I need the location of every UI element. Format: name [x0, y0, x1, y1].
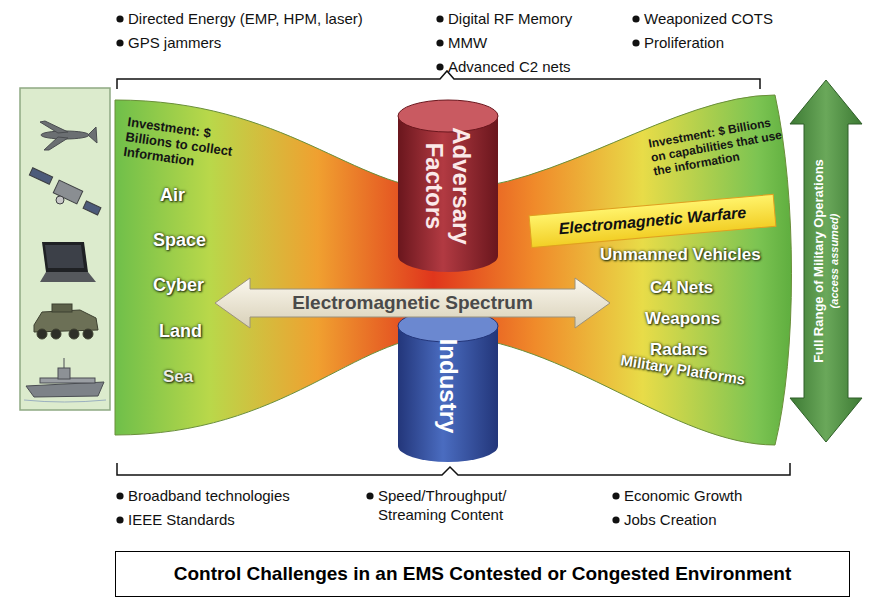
text-holder: Industry [435, 321, 462, 451]
domain-label: C4 Nets [650, 278, 713, 298]
bullet-dot [436, 15, 443, 22]
text-holder: Full Range of Military Operations(access… [811, 121, 841, 401]
shape-label: Industry [435, 321, 462, 451]
bullet-dot [612, 516, 619, 523]
bullet-item: GPS jammers [128, 33, 221, 52]
bottom-bracket [117, 463, 790, 475]
domain-label: Air [160, 185, 185, 206]
caption-box: Control Challenges in an EMS Contested o… [115, 551, 850, 597]
bullet-item: Broadband technologies [128, 486, 290, 505]
vehicle-icon [34, 304, 98, 339]
satellite-icon [29, 168, 101, 215]
bullet-dot [436, 63, 443, 70]
shape-label: Electromagnetic Spectrum [248, 291, 578, 315]
bullet-item: Jobs Creation [624, 510, 717, 529]
domain-label: Weapons [645, 309, 720, 329]
vertical-double-arrow [790, 80, 862, 442]
bullet-dot [116, 516, 123, 523]
yellow-band [529, 194, 776, 247]
industry-cylinder: Industry [398, 310, 498, 462]
bullet-dot [632, 39, 639, 46]
domain-label: Space [153, 230, 206, 251]
icon-panel [20, 88, 110, 410]
adversary-cylinder: Adversary Factors [398, 100, 498, 272]
shape-label: Adversary Factors [421, 116, 475, 256]
cylinder-top [398, 310, 498, 342]
hourglass-band: Investment: $ Billions to collect Inform… [115, 95, 795, 465]
spectrum-arrow: Electromagnetic Spectrum [215, 278, 610, 328]
domain-label: Cyber [153, 275, 204, 296]
text-holder: Electromagnetic Spectrum [248, 291, 578, 315]
bullet-item: Proliferation [644, 33, 724, 52]
bullet-dot [612, 492, 619, 499]
shape-label: (access assumed) [827, 121, 841, 401]
bullet-item: Directed Energy (EMP, HPM, laser) [128, 9, 363, 28]
domain-label: Unmanned Vehicles [600, 245, 761, 265]
bullet-item: Economic Growth [624, 486, 742, 505]
bullet-dot [116, 15, 123, 22]
bullet-dot [116, 492, 123, 499]
laptop-icon [40, 242, 96, 282]
bullet-dot [366, 492, 373, 499]
cylinder-body [398, 116, 498, 272]
ship-icon [24, 358, 106, 402]
shape-label: Full Range of Military Operations [811, 121, 827, 401]
bullet-item: IEEE Standards [128, 510, 235, 529]
cylinder-top [398, 100, 498, 132]
bullet-item: Weaponized COTS [644, 9, 773, 28]
bullet-item: Speed/Throughput/ Streaming Content [378, 486, 538, 524]
bullet-dot [116, 39, 123, 46]
domain-label: Land [159, 321, 202, 342]
bullet-item: Digital RF Memory [448, 9, 572, 28]
bullet-item: MMW [448, 33, 487, 52]
domain-label: Sea [163, 367, 193, 387]
operations-arrow: Full Range of Military Operations(access… [790, 80, 862, 442]
bullet-dot [436, 39, 443, 46]
text-holder: Adversary Factors [421, 116, 475, 256]
bullet-item: Advanced C2 nets [448, 57, 571, 76]
drone-icon [40, 121, 97, 150]
bullet-dot [632, 15, 639, 22]
top-bracket [117, 71, 760, 89]
